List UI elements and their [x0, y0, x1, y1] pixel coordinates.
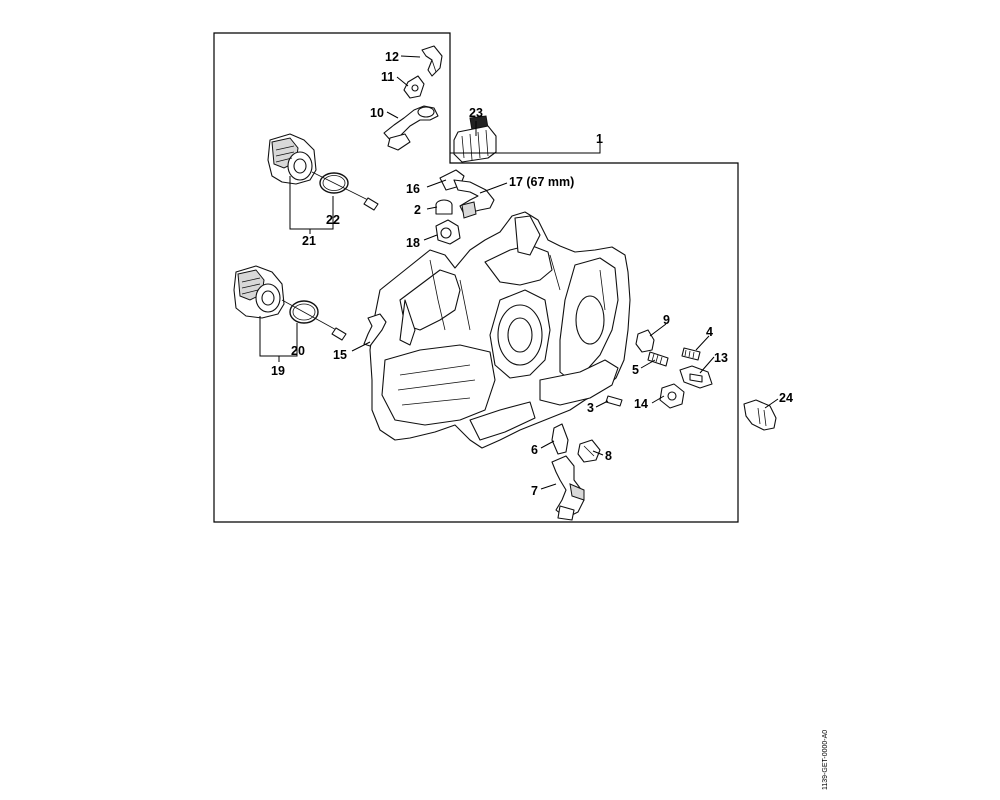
callout-20: 20 — [291, 344, 305, 358]
callout-5: 5 — [632, 363, 639, 377]
drawing-code: 1139-GET-0000-A0 — [822, 729, 829, 790]
part-24-bolt — [743, 399, 777, 431]
callout-6: 6 — [531, 443, 538, 457]
callout-2: 2 — [414, 203, 421, 217]
part-2-grommet — [435, 199, 453, 215]
part-17-hose — [453, 179, 495, 219]
part-15-bracket — [363, 313, 387, 347]
leader-lines — [259, 55, 779, 490]
callout-labels: 1 2 3 4 5 6 7 8 9 10 11 12 13 14 15 16 1… — [271, 50, 793, 498]
callout-24: 24 — [779, 391, 793, 405]
callout-13: 13 — [714, 351, 728, 365]
callout-21: 21 — [302, 234, 316, 248]
part-7-hose — [551, 455, 585, 521]
crankcase-housing — [369, 211, 631, 449]
part-13-bolt — [679, 365, 713, 389]
part-18-valve — [435, 219, 461, 245]
part-6-sleeve — [551, 423, 569, 455]
callout-8: 8 — [605, 449, 612, 463]
callout-15: 15 — [333, 348, 347, 362]
callout-3: 3 — [587, 401, 594, 415]
part-23-filter — [453, 115, 497, 163]
part-4-stud — [681, 347, 701, 361]
part-20-ring — [281, 299, 347, 341]
part-22-ring — [311, 171, 379, 211]
part-19-spring-assembly — [233, 265, 285, 319]
callout-18: 18 — [406, 236, 420, 250]
assembly-frame — [213, 32, 739, 523]
part-9-sleeve — [635, 329, 655, 353]
part-14-nut — [659, 383, 685, 409]
part-3-pin — [605, 395, 623, 407]
part-5-stud — [647, 351, 669, 367]
callout-10: 10 — [370, 106, 384, 120]
part-10-oil-line — [383, 105, 439, 151]
callout-16: 16 — [406, 182, 420, 196]
part-8-fitting — [577, 439, 601, 463]
callout-14: 14 — [634, 397, 648, 411]
callout-17: 17 (67 mm) — [509, 175, 574, 189]
callout-1: 1 — [596, 132, 603, 146]
callout-7: 7 — [531, 484, 538, 498]
callout-22: 22 — [326, 213, 340, 227]
callout-11: 11 — [381, 70, 394, 84]
callout-19: 19 — [271, 364, 285, 378]
callout-4: 4 — [706, 325, 713, 339]
callout-9: 9 — [663, 313, 670, 327]
part-21-spring-assembly — [267, 133, 317, 185]
callout-23: 23 — [469, 106, 483, 120]
callout-12: 12 — [385, 50, 399, 64]
part-11-fitting — [403, 75, 425, 99]
part-12-hose — [421, 45, 443, 77]
